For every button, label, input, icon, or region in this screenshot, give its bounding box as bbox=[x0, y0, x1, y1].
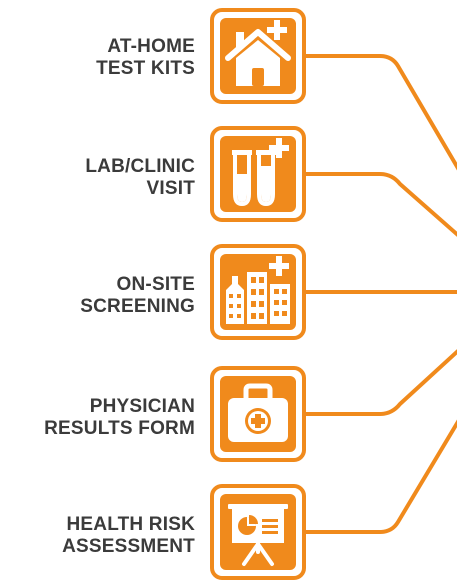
test-tubes-plus-icon bbox=[210, 126, 306, 222]
label-physician-results-form: PHYSICIAN RESULTS FORM bbox=[0, 396, 195, 440]
connector-line-1 bbox=[304, 54, 457, 171]
label-line: RESULTS FORM bbox=[44, 418, 195, 439]
connector-line-5 bbox=[304, 419, 457, 534]
medical-bag-icon bbox=[210, 366, 306, 462]
label-line: SCREENING bbox=[80, 296, 195, 317]
connector-line-2 bbox=[304, 172, 457, 237]
label-line: HEALTH RISK bbox=[66, 514, 195, 535]
buildings-plus-icon bbox=[210, 244, 306, 340]
label-line: LAB/CLINIC bbox=[85, 156, 195, 177]
house-plus-icon bbox=[210, 8, 306, 104]
label-line: AT-HOME bbox=[107, 36, 195, 57]
label-lab-clinic-visit: LAB/CLINIC VISIT bbox=[0, 156, 195, 200]
label-line: ASSESSMENT bbox=[62, 536, 195, 557]
connector-line-4 bbox=[304, 349, 457, 416]
label-line: VISIT bbox=[146, 178, 195, 199]
label-line: TEST KITS bbox=[96, 58, 195, 79]
label-line: ON-SITE bbox=[116, 274, 195, 295]
label-line: PHYSICIAN bbox=[89, 396, 195, 417]
presentation-board-icon bbox=[210, 484, 306, 580]
label-health-risk-assessment: HEALTH RISK ASSESSMENT bbox=[0, 514, 195, 558]
label-at-home-test-kits: AT-HOME TEST KITS bbox=[0, 36, 195, 80]
label-on-site-screening: ON-SITE SCREENING bbox=[0, 274, 195, 318]
